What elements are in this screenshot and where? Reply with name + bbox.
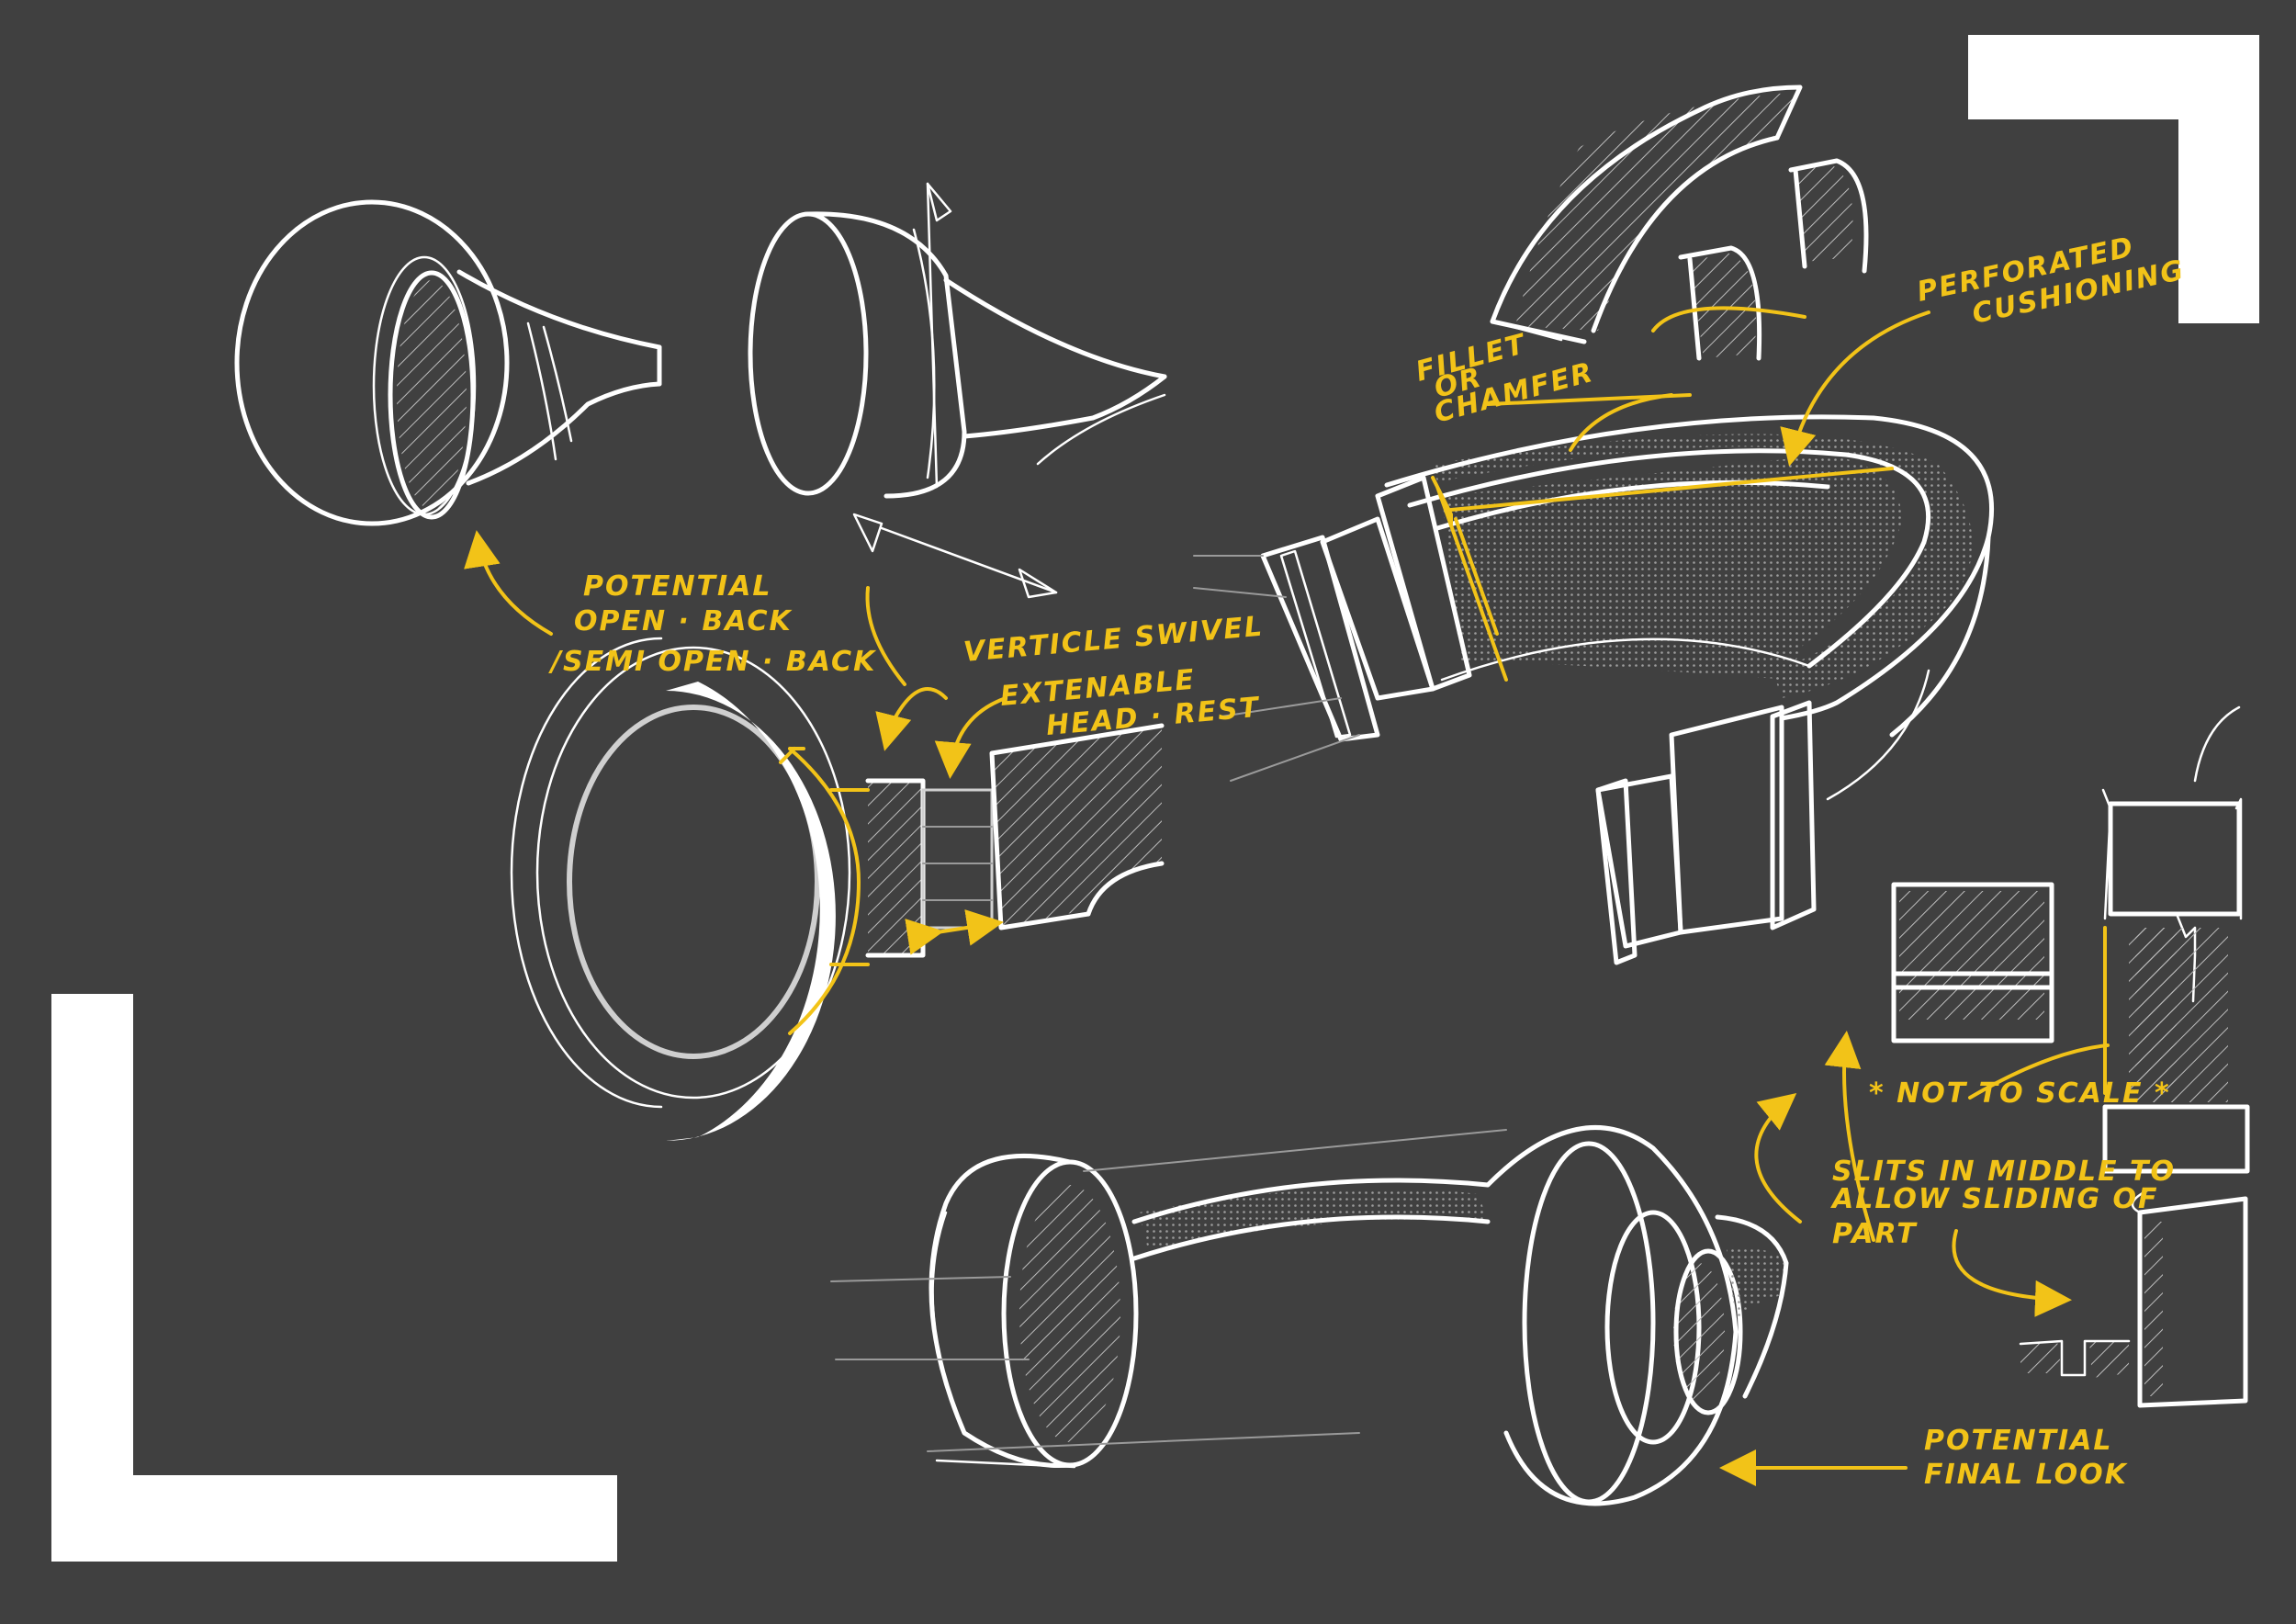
headband-sketch — [1193, 414, 1995, 965]
headband-cross-section — [1490, 85, 1869, 361]
annotation-text-line: OPEN · BACK — [574, 605, 793, 637]
annotation-text-line: POTENTIAL — [1924, 1425, 2113, 1457]
annotation-potential-final-look: POTENTIAL FINAL LOOK — [1924, 1425, 2129, 1491]
annotation-extendable-head-rest: EXTENABLE HEAD · REST — [999, 664, 1262, 742]
earcup-exploded-view — [510, 637, 1165, 1141]
slider-component-detail — [1891, 705, 2250, 1408]
annotation-text-line: SLITS IN MIDDLE TO — [1832, 1156, 2176, 1188]
annotation-text-line: POTENTIAL — [583, 570, 772, 603]
annotation-slits-in-middle: SLITS IN MIDDLE TO ALLOW SLIDING OF PART — [1830, 1156, 2176, 1250]
annotation-text-line: FINAL LOOK — [1924, 1459, 2129, 1491]
annotation-arrows — [464, 306, 2110, 1486]
frame-corner-bottom-left — [51, 994, 617, 1562]
annotation-fillet-or-chamfer: FILLET OR CHAMFER — [1412, 328, 1597, 430]
earcup-sketch-cone — [748, 182, 1167, 599]
annotation-vertical-swivel: VERTICLE SWIVEL — [962, 611, 1266, 669]
annotation-text-line: PART — [1832, 1218, 1918, 1250]
earcup-sketch-sphere — [234, 199, 662, 526]
headphones-final-look — [830, 1125, 1789, 1506]
annotation-potential-open-back: POTENTIAL OPEN · BACK /SEMI OPEN · BACK — [548, 570, 877, 678]
annotation-text-line: ALLOW SLIDING OF — [1830, 1183, 2159, 1215]
annotation-not-to-scale: * NOT TO SCALE * — [1869, 1077, 2171, 1110]
annotation-text-line: /SEMI OPEN · BACK — [548, 646, 877, 678]
frame-corner-top-right — [1968, 35, 2259, 323]
annotation-perforated-cushioning: PERFORATED CUSHIONING — [1914, 231, 2188, 331]
